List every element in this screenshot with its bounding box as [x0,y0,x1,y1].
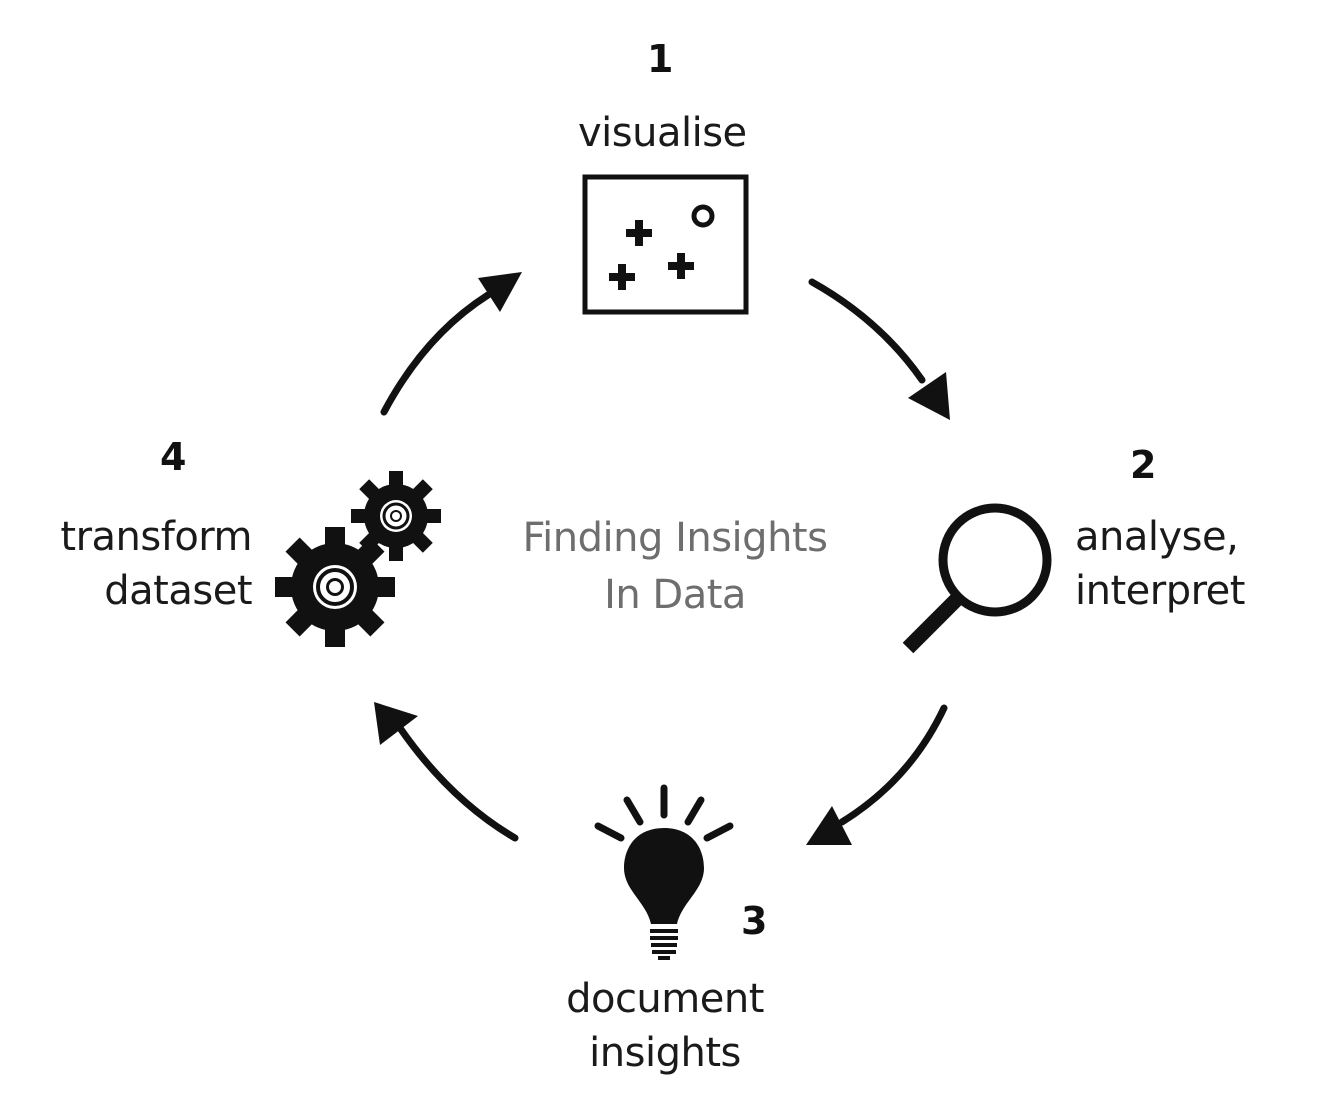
arrow-document-to-transform [374,702,519,842]
arrow-analyse-to-document [806,704,948,845]
lightbulb-icon [594,784,734,960]
magnifying-glass-icon [902,503,1052,654]
center-title: Finding Insights In Data [505,510,845,624]
scatter-plot-icon [582,174,749,315]
center-title-line-1: Finding Insights [522,515,828,561]
step-3-label: document insights [560,972,770,1081]
step-2-label: analyse, interpret [1075,510,1245,619]
arrow-visualise-to-analyse [808,278,950,420]
step-4-number: 4 [160,435,187,479]
step-4-label: transform dataset [40,510,252,619]
center-title-line-2: In Data [604,572,746,619]
step-2-number: 2 [1130,443,1157,487]
step-2-label-line-2: interpret [1075,568,1245,615]
step-2-label-line-1: analyse, [1075,514,1239,560]
step-1-number: 1 [647,37,674,81]
step-1-label: visualise [578,106,747,160]
gears-icon [275,471,441,647]
arrow-transform-to-visualise [380,272,522,416]
step-3-label-line-1: document [566,976,764,1022]
step-3-label-line-2: insights [589,1030,741,1077]
step-4-label-line-1: transform [60,514,252,560]
step-3-number: 3 [741,899,768,943]
step-4-label-line-2: dataset [104,568,252,615]
step-1-label-line-1: visualise [578,110,747,156]
